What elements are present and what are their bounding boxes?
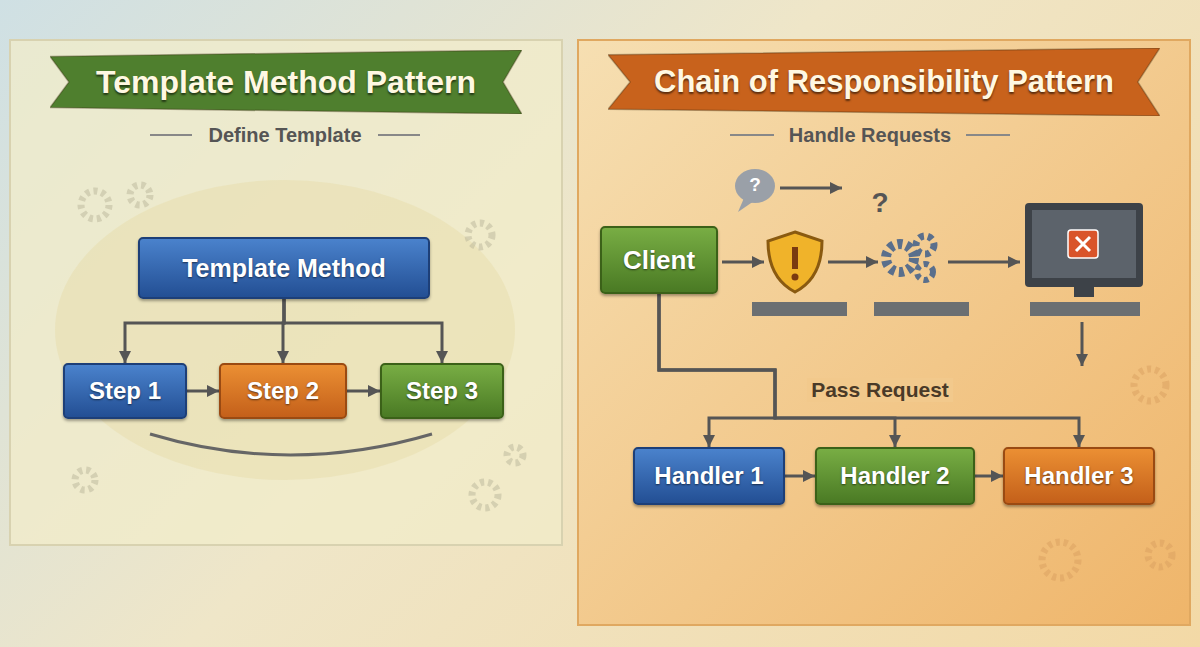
node-text: Chain of Responsibility Pattern xyxy=(654,64,1114,100)
connector xyxy=(347,390,380,393)
step-box: Step 3 xyxy=(380,363,504,419)
speech-bubble-icon xyxy=(735,169,775,212)
connector xyxy=(125,299,284,363)
client-box: Client xyxy=(600,226,718,294)
background-gears xyxy=(75,185,1172,578)
gears-icon xyxy=(886,236,934,280)
step-box: Step 2 xyxy=(219,363,347,419)
left-panel xyxy=(10,40,562,545)
connector xyxy=(785,475,815,478)
query-arrow xyxy=(780,187,842,190)
ribbon-shape xyxy=(50,50,522,114)
node-text: Step 3 xyxy=(406,377,478,405)
node-text: Step 2 xyxy=(247,377,319,405)
shield-icon xyxy=(768,232,822,292)
connector xyxy=(975,475,1003,478)
node-text: Handler 3 xyxy=(1024,462,1133,490)
node-text: Step 1 xyxy=(89,377,161,405)
handler-box: Handler 2 xyxy=(815,447,975,505)
ribbon-shape xyxy=(608,48,1160,116)
pattern-banner: Chain of Responsibility Pattern xyxy=(608,48,1160,116)
flow-label: Pass Request xyxy=(807,378,953,402)
monitor-icon xyxy=(1025,203,1143,297)
status-bars xyxy=(752,302,1140,316)
icon-glyph: ? xyxy=(867,187,892,219)
cloud-ground xyxy=(55,180,515,480)
handler-box: Handler 3 xyxy=(1003,447,1155,505)
template-method-box: Template Method xyxy=(138,237,430,299)
icon-glyph: ? xyxy=(745,174,765,196)
node-text: Template Method Pattern xyxy=(96,64,476,101)
handler-box: Handler 1 xyxy=(633,447,785,505)
node-text: Handler 1 xyxy=(654,462,763,490)
subtitle: Handle Requests xyxy=(785,124,955,147)
node-text: Template Method xyxy=(182,254,386,283)
connector xyxy=(187,390,219,393)
node-text: Client xyxy=(623,245,695,276)
steps-curve xyxy=(150,434,432,455)
pattern-banner: Template Method Pattern xyxy=(50,50,522,114)
flow-arrows xyxy=(722,262,1082,366)
connector xyxy=(284,299,442,363)
step-box: Step 1 xyxy=(63,363,187,419)
connector xyxy=(659,294,1079,447)
node-text: Handler 2 xyxy=(840,462,949,490)
subtitle: Define Template xyxy=(205,124,366,147)
right-panel xyxy=(578,40,1190,625)
